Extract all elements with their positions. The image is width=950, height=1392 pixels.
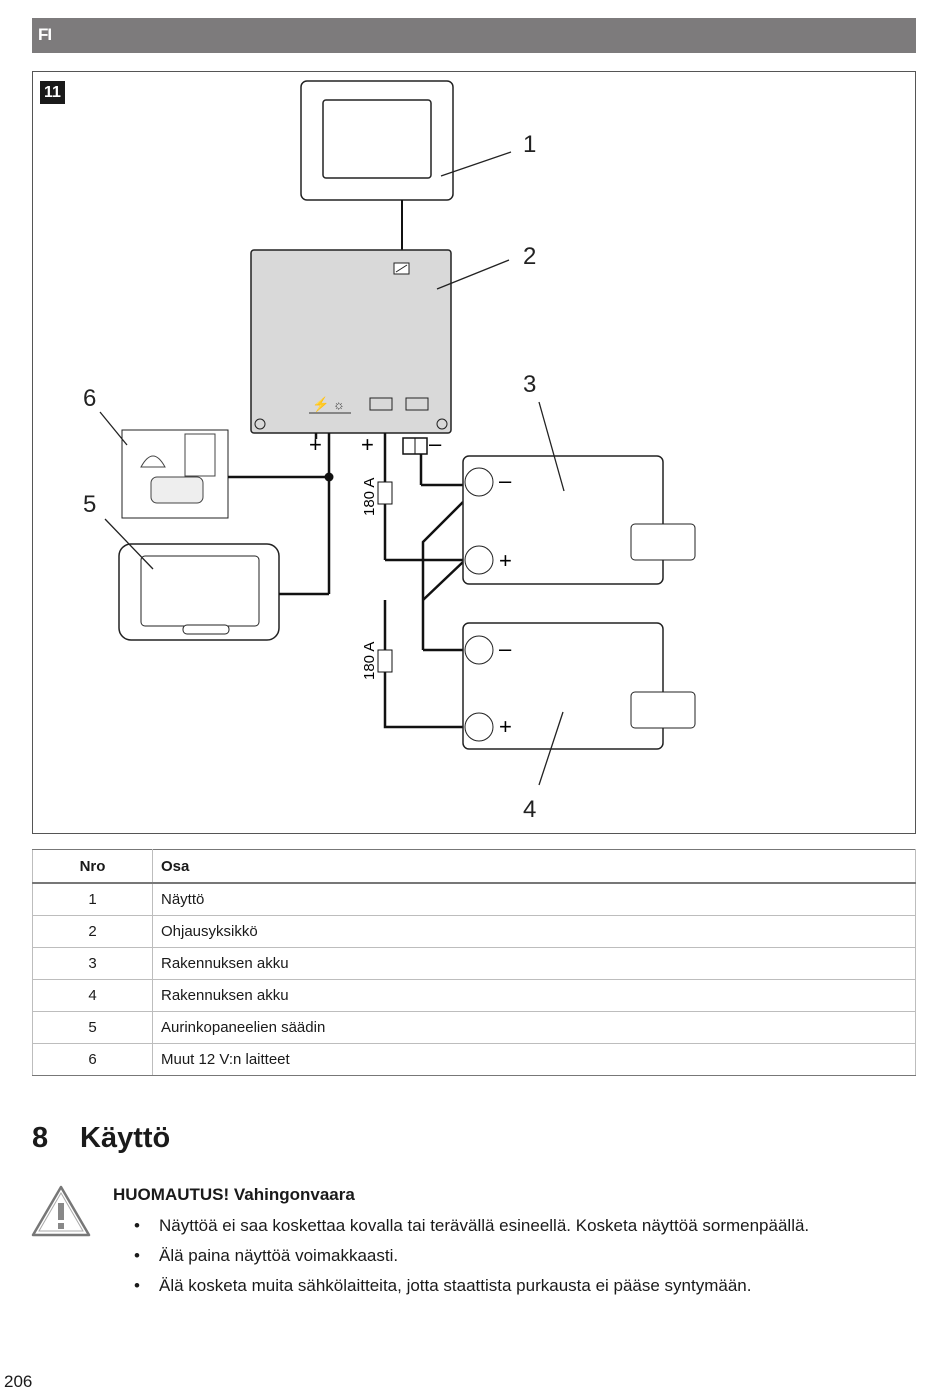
callout-2: 2 [523, 243, 536, 270]
svg-text:–: – [499, 468, 512, 493]
table-row: 5 Aurinkopaneelien säädin [32, 1011, 916, 1044]
row-part: Rakennuksen akku [152, 947, 916, 980]
table-row: 6 Muut 12 V:n laitteet [32, 1043, 916, 1076]
table-row: 2 Ohjausyksikkö [32, 915, 916, 948]
parts-table: Nro Osa 1 Näyttö 2 Ohjausyksikkö 3 Raken… [32, 849, 916, 1076]
other-devices-box [121, 429, 229, 519]
language-header-bar: FI [32, 18, 916, 53]
row-part: Ohjausyksikkö [152, 915, 916, 948]
section-heading: 8 Käyttö [32, 1122, 170, 1155]
row-number: 2 [32, 915, 153, 948]
section-number: 8 [32, 1122, 49, 1154]
terminal-plus-1: + [309, 432, 322, 457]
warning-triangle-icon [31, 1185, 91, 1237]
row-part: Rakennuksen akku [152, 979, 916, 1012]
table-header-row: Nro Osa [32, 849, 916, 884]
callout-4: 4 [523, 796, 536, 823]
row-number: 1 [32, 883, 153, 916]
notice-list: Näyttöä ei saa koskettaa kovalla tai ter… [113, 1212, 809, 1302]
row-part: Muut 12 V:n laitteet [152, 1043, 916, 1076]
solar-controller-device [118, 543, 280, 641]
table-row: 3 Rakennuksen akku [32, 947, 916, 980]
control-unit: ⚡ ☼ [250, 249, 452, 434]
callout-3: 3 [523, 371, 536, 398]
column-header-nro: Nro [32, 849, 153, 884]
battery-3 [462, 455, 696, 585]
list-item: Älä kosketa muita sähkölaitteita, jotta … [113, 1272, 809, 1302]
fuse-label-2: 180 A [361, 642, 378, 680]
table-row: 1 Näyttö [32, 883, 916, 916]
battery-4 [462, 622, 696, 750]
table-row: 4 Rakennuksen akku [32, 979, 916, 1012]
svg-text:+: + [499, 714, 512, 739]
wiring-diagram-figure: 11 ⚡ ☼ + + – [32, 71, 916, 834]
row-part: Aurinkopaneelien säädin [152, 1011, 916, 1044]
callout-6: 6 [83, 385, 96, 412]
notice-title: HUOMAUTUS! Vahingonvaara [113, 1185, 355, 1204]
callout-1: 1 [523, 131, 536, 158]
wiring-diagram: ⚡ ☼ + + – [83, 80, 696, 823]
callout-5: 5 [83, 491, 96, 518]
svg-text:+: + [499, 548, 512, 573]
svg-text:⚡: ⚡ [312, 396, 329, 413]
row-number: 5 [32, 1011, 153, 1044]
row-part: Näyttö [152, 883, 916, 916]
column-header-osa: Osa [152, 849, 916, 884]
row-number: 4 [32, 979, 153, 1012]
fuse-label-1: 180 A [361, 478, 378, 516]
wires [228, 433, 465, 729]
page-number: 206 [4, 1372, 33, 1391]
svg-text:☼: ☼ [333, 397, 345, 412]
figure-number: 11 [40, 81, 65, 104]
row-number: 6 [32, 1043, 153, 1076]
row-number: 3 [32, 947, 153, 980]
section-title: Käyttö [80, 1122, 171, 1154]
language-code: FI [38, 25, 52, 44]
display-device [300, 80, 454, 201]
list-item: Näyttöä ei saa koskettaa kovalla tai ter… [113, 1212, 809, 1242]
list-item: Älä paina näyttöä voimakkaasti. [113, 1242, 809, 1272]
terminal-minus: – [429, 431, 442, 456]
terminal-plus-2: + [361, 432, 374, 457]
svg-text:–: – [499, 636, 512, 661]
